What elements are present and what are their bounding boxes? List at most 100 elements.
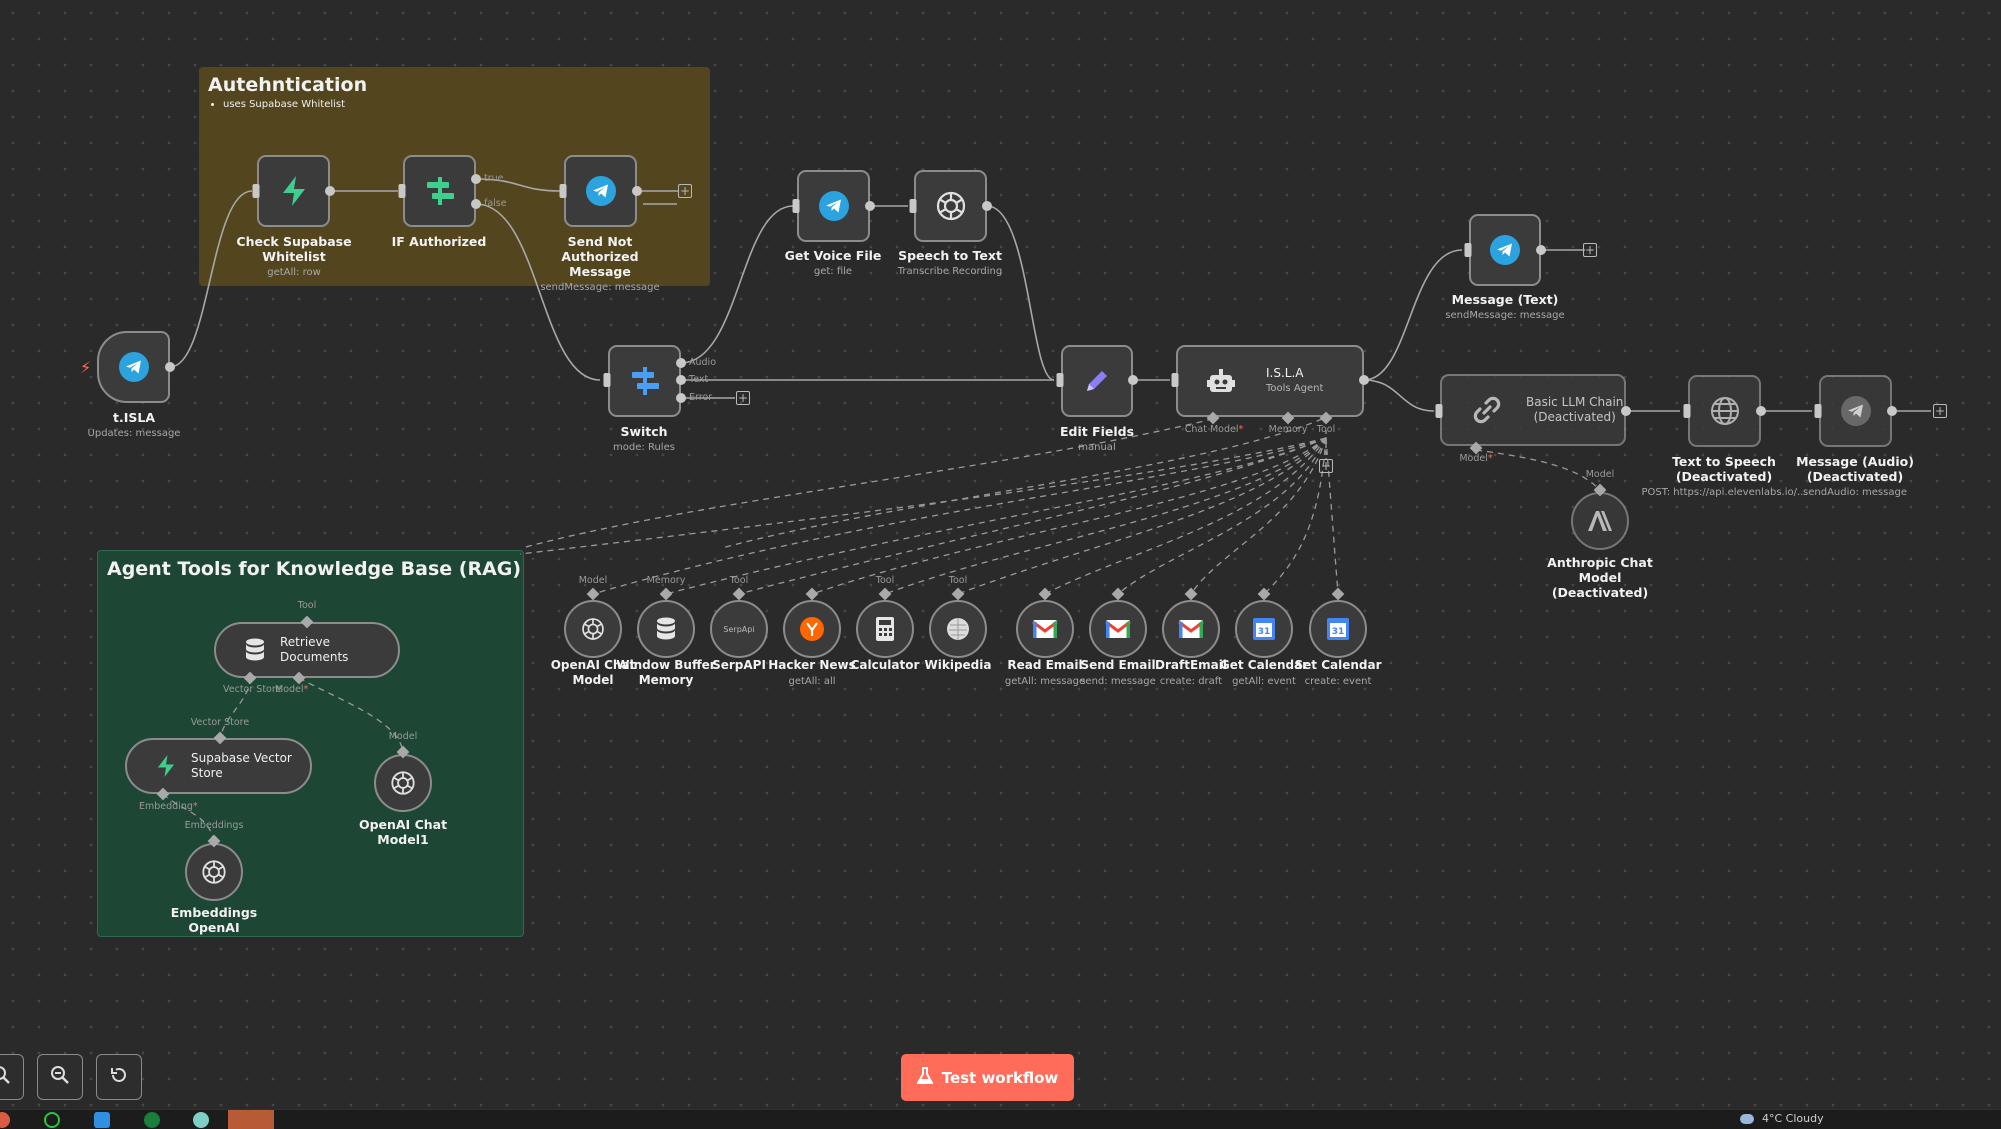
port-label-embeddings: Embeddings bbox=[184, 820, 244, 831]
port-label-audio: Audio bbox=[689, 357, 717, 368]
node-check-supabase-whitelist[interactable] bbox=[257, 155, 330, 227]
taskbar-vscode-icon[interactable] bbox=[94, 1112, 110, 1128]
node-get-voice-file[interactable] bbox=[797, 170, 870, 242]
weather-text: 4°C Cloudy bbox=[1762, 1112, 1824, 1125]
node-subtitle: sendMessage: message bbox=[1445, 310, 1565, 321]
tool-node[interactable] bbox=[637, 600, 695, 658]
add-node-button[interactable]: + bbox=[1933, 404, 1947, 418]
tool-node[interactable] bbox=[1016, 600, 1074, 658]
node-label: Wikipedia bbox=[924, 658, 992, 672]
calendar-icon: 31 bbox=[1326, 617, 1350, 641]
node-label: Speech to Text bbox=[898, 248, 1002, 263]
port-label-text: Text bbox=[689, 374, 709, 385]
tool-node[interactable] bbox=[856, 600, 914, 658]
node-label: Basic LLM Chain bbox=[1526, 395, 1624, 409]
node-basic-llm-chain[interactable]: Basic LLM Chain(Deactivated) bbox=[1440, 374, 1626, 446]
port-label-memory: Memory bbox=[1268, 424, 1308, 435]
flask-icon bbox=[916, 1066, 934, 1089]
os-taskbar: 4°C Cloudy bbox=[0, 1109, 2001, 1129]
node-label: t.ISLA bbox=[112, 410, 156, 425]
port-label: Tool bbox=[948, 575, 968, 586]
tool-node[interactable]: SerpApi bbox=[710, 600, 768, 658]
calculator-icon bbox=[874, 616, 896, 642]
zoom-out-button[interactable] bbox=[37, 1054, 83, 1100]
wikipedia-icon bbox=[945, 616, 971, 642]
openai-icon bbox=[389, 769, 417, 797]
taskbar-app-icon-active[interactable] bbox=[228, 1110, 274, 1129]
telegram-icon bbox=[1489, 234, 1521, 266]
node-embeddings-openai[interactable] bbox=[185, 843, 243, 901]
tool-label: OpenAI Chat Model bbox=[543, 658, 643, 688]
node-subtitle: getAll: all bbox=[788, 676, 836, 687]
node-speech-to-text[interactable] bbox=[914, 170, 987, 242]
node-switch[interactable] bbox=[608, 345, 681, 417]
add-tool-button[interactable]: + bbox=[1319, 459, 1333, 473]
test-workflow-label: Test workflow bbox=[941, 1068, 1059, 1087]
node-text-to-speech[interactable] bbox=[1688, 375, 1761, 447]
node-message-audio[interactable] bbox=[1819, 375, 1892, 447]
svg-text:31: 31 bbox=[1332, 627, 1345, 637]
robot-icon bbox=[1206, 367, 1236, 395]
tool-node[interactable] bbox=[1162, 600, 1220, 658]
if-icon bbox=[423, 174, 457, 208]
serpapi-icon-text: SerpApi bbox=[723, 624, 755, 634]
globe-icon bbox=[1709, 395, 1741, 427]
pencil-icon bbox=[1081, 365, 1113, 397]
add-node-button[interactable]: + bbox=[1583, 243, 1597, 257]
node-label: SerpAPI bbox=[712, 658, 766, 672]
database-icon bbox=[244, 638, 266, 662]
node-label: Get Voice File bbox=[784, 248, 882, 263]
node-label: Send Not Authorized Message bbox=[561, 234, 639, 279]
node-label: Check Supabase Whitelist bbox=[236, 234, 352, 264]
taskbar-app-icon[interactable] bbox=[44, 1112, 60, 1128]
tool-node[interactable] bbox=[929, 600, 987, 658]
node-tisla[interactable] bbox=[97, 331, 170, 403]
reset-icon bbox=[109, 1065, 129, 1089]
zoom-in-icon bbox=[0, 1065, 11, 1089]
taskbar-app-icon[interactable] bbox=[193, 1112, 209, 1128]
zoom-in-button[interactable] bbox=[0, 1054, 24, 1100]
node-edit-fields[interactable] bbox=[1061, 345, 1133, 417]
node-subtitle: create: draft bbox=[1159, 676, 1223, 687]
add-node-button[interactable]: + bbox=[678, 184, 692, 198]
tool-node[interactable]: 31 bbox=[1235, 600, 1293, 658]
port-label-model: Model bbox=[1585, 469, 1615, 480]
node-openai-chat-model1[interactable] bbox=[374, 754, 432, 812]
node-label: Message (Text) bbox=[1451, 292, 1559, 307]
node-subtitle: send: message bbox=[1080, 676, 1156, 687]
node-label: Set Calendar bbox=[1294, 658, 1382, 672]
taskbar-app-icon[interactable] bbox=[0, 1112, 10, 1128]
port-label-model: Model bbox=[1459, 453, 1488, 464]
node-subtitle: get: file bbox=[813, 266, 853, 277]
node-message-text[interactable] bbox=[1469, 214, 1541, 286]
tool-node[interactable] bbox=[1089, 600, 1147, 658]
tool-node[interactable] bbox=[783, 600, 841, 658]
supabase-icon bbox=[155, 754, 177, 778]
node-label: Supabase Vector bbox=[191, 751, 292, 765]
node-label: Embeddings OpenAI bbox=[170, 905, 258, 935]
node-label: Message (Audio) (Deactivated) bbox=[1796, 454, 1914, 484]
reset-zoom-button[interactable] bbox=[96, 1054, 142, 1100]
sticky-note-bullet: uses Supabase Whitelist bbox=[223, 99, 345, 110]
openai-icon bbox=[200, 858, 228, 886]
node-subtitle: getAll: message bbox=[1004, 676, 1086, 687]
node-label: Switch bbox=[620, 424, 668, 439]
tool-node[interactable] bbox=[564, 600, 622, 658]
taskbar-app-icon[interactable] bbox=[144, 1112, 160, 1128]
tool-label: Read Email getAll: message bbox=[995, 658, 1095, 689]
port-label-error: Error bbox=[689, 392, 713, 403]
port-label-embedding: Embedding bbox=[139, 801, 193, 812]
node-if-authorized[interactable] bbox=[403, 155, 476, 227]
node-label: Read Email bbox=[1007, 658, 1083, 672]
tool-node[interactable]: 31 bbox=[1309, 600, 1367, 658]
add-node-button[interactable]: + bbox=[736, 391, 750, 405]
node-anthropic-chat-model[interactable] bbox=[1571, 492, 1629, 550]
node-send-not-authorized[interactable] bbox=[564, 155, 637, 227]
port-label: Memory bbox=[646, 575, 686, 586]
test-workflow-button[interactable]: Test workflow bbox=[901, 1054, 1074, 1101]
telegram-icon bbox=[818, 190, 850, 222]
